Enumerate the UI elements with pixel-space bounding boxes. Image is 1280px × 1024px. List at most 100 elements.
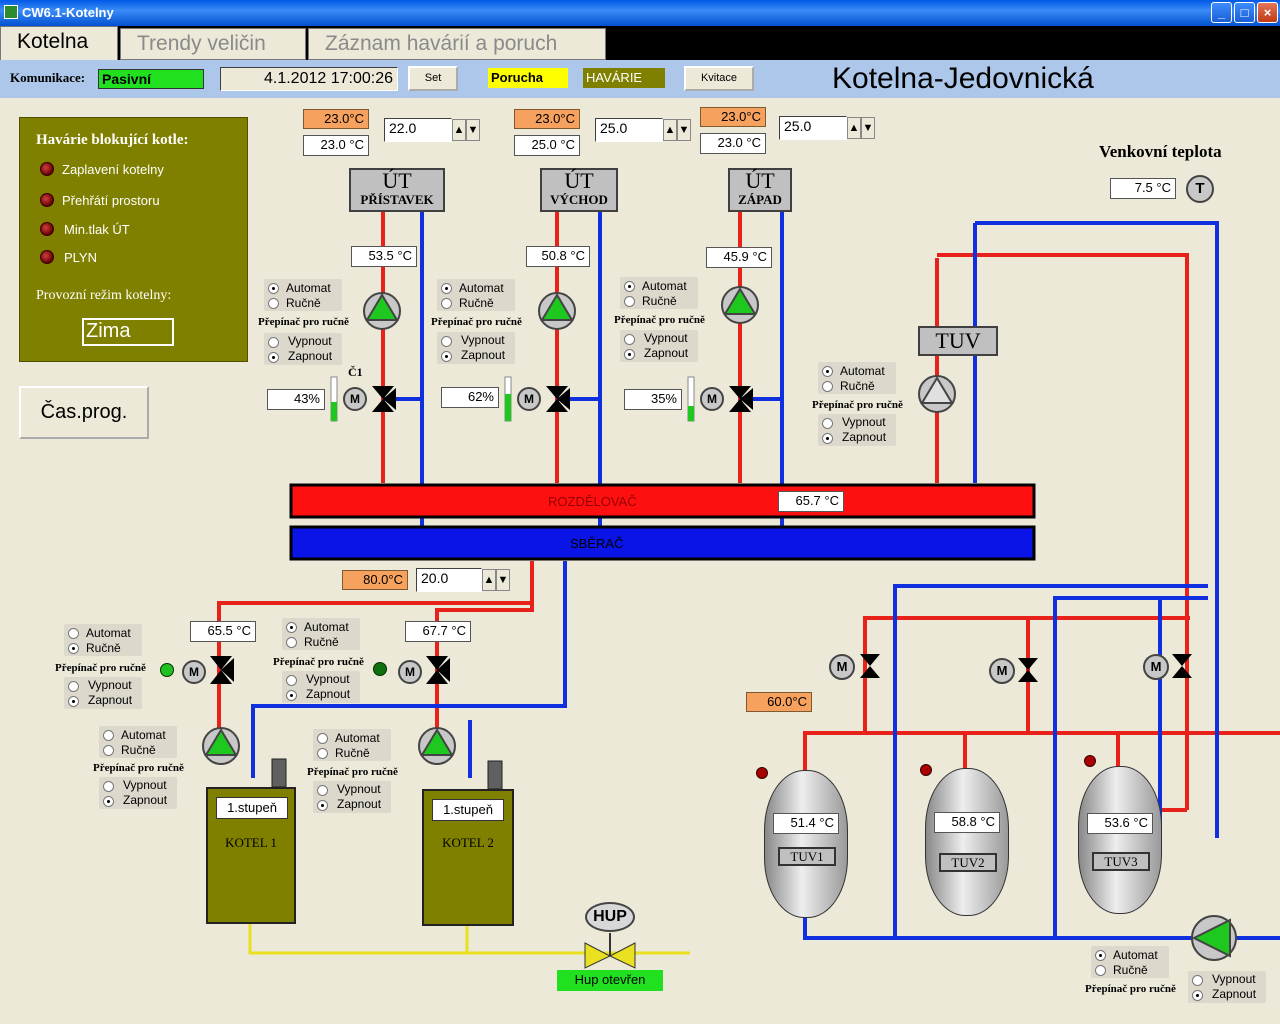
circuit1-flow-temp: 53.5 °C xyxy=(351,246,417,267)
motor-icon: M xyxy=(182,660,206,684)
circuit1-sub: PŘÍSTAVEK xyxy=(360,192,434,207)
zapnout-label: Zapnout xyxy=(1212,987,1257,1001)
rucne-radio[interactable] xyxy=(103,745,114,756)
circuit3-spin-up[interactable]: ▲ xyxy=(847,117,861,139)
switch-label: Přepínač pro ručně xyxy=(258,316,349,328)
rucne-radio[interactable] xyxy=(624,296,635,307)
boiler-spin-up[interactable]: ▲ xyxy=(482,569,496,591)
tab-trendy[interactable]: Trendy veličin xyxy=(120,28,306,60)
zapnout-radio[interactable] xyxy=(317,800,328,811)
automat-radio[interactable] xyxy=(103,730,114,741)
automat-radio[interactable] xyxy=(268,283,279,294)
boiler2-temp: 67.7 °C xyxy=(405,621,471,642)
switch-label: Přepínač pro ručně xyxy=(93,762,184,774)
rucne-radio[interactable] xyxy=(68,643,79,654)
vypnout-label: Vypnout xyxy=(1212,972,1256,986)
vypnout-radio[interactable] xyxy=(317,785,328,796)
zapnout-label: Zapnout xyxy=(306,687,351,701)
circuit2-setpoint-input[interactable]: 25.0 xyxy=(595,118,663,142)
circuit3-label-box: ÚT ZÁPAD xyxy=(728,168,792,212)
hup-status: Hup otevřen xyxy=(557,970,663,991)
zapnout-radio[interactable] xyxy=(624,349,635,360)
automat-radio[interactable] xyxy=(68,628,79,639)
circuit3-sub: ZÁPAD xyxy=(738,192,782,207)
circuit3-setpoint-input[interactable]: 25.0 xyxy=(779,116,847,140)
close-icon[interactable]: × xyxy=(1257,2,1278,23)
rucne-label: Ručně xyxy=(459,296,494,310)
zapnout-radio[interactable] xyxy=(68,696,79,707)
tuv1-tank: 51.4 °C TUV1 xyxy=(764,770,848,918)
rucne-radio[interactable] xyxy=(822,381,833,392)
mode-value[interactable]: Zima xyxy=(82,318,174,346)
circuit1-setpoint-input[interactable]: 22.0 xyxy=(384,118,452,142)
automat-label: Automat xyxy=(86,626,131,640)
rucne-radio[interactable] xyxy=(441,298,452,309)
app-icon xyxy=(4,5,18,19)
rucne-radio[interactable] xyxy=(268,298,279,309)
motor-icon: M xyxy=(829,654,855,680)
vypnout-radio[interactable] xyxy=(624,334,635,345)
tuv2-tank: 58.8 °C TUV2 xyxy=(925,768,1009,916)
tuv-switch-box: Vypnout Zapnout xyxy=(818,414,896,446)
automat-label: Automat xyxy=(304,620,349,634)
tab-zaznam[interactable]: Záznam havárií a poruch xyxy=(308,28,606,60)
circuit1-valve-pos: 43% xyxy=(267,389,325,410)
circuit2-req-temp: 23.0°C xyxy=(514,109,580,129)
kvitace-button[interactable]: Kvitace xyxy=(684,66,754,91)
zapnout-label: Zapnout xyxy=(123,793,168,807)
rucne-radio[interactable] xyxy=(286,637,297,648)
circuit3-spin-down[interactable]: ▼ xyxy=(861,117,875,139)
vypnout-radio[interactable] xyxy=(1192,975,1203,986)
rucne-label: Ručně xyxy=(335,746,370,760)
circuit2-spin-up[interactable]: ▲ xyxy=(663,119,677,141)
set-button[interactable]: Set xyxy=(408,66,458,91)
zapnout-radio[interactable] xyxy=(286,690,297,701)
boiler-spin-down[interactable]: ▼ xyxy=(496,569,510,591)
automat-radio[interactable] xyxy=(822,366,833,377)
automat-radio[interactable] xyxy=(624,281,635,292)
alarm-panel: Havárie blokující kotle: Zaplavení kotel… xyxy=(19,117,248,362)
boiler2-name: KOTEL 2 xyxy=(442,835,494,850)
circuit2-spin-down[interactable]: ▼ xyxy=(677,119,691,141)
boiler-setpoint-input[interactable]: 20.0 xyxy=(416,568,482,592)
automat-radio[interactable] xyxy=(1095,950,1106,961)
status-led xyxy=(160,663,174,677)
circuit2-switch-box: Vypnout Zapnout xyxy=(437,332,515,364)
maximize-icon[interactable]: □ xyxy=(1234,2,1255,23)
circuit1-spin-down[interactable]: ▼ xyxy=(466,119,480,141)
rucne-radio[interactable] xyxy=(1095,965,1106,976)
motor-icon: M xyxy=(700,387,724,411)
rucne-label: Ručně xyxy=(286,296,321,310)
hup-icon: HUP xyxy=(585,902,635,932)
status-led xyxy=(373,662,387,676)
cas-prog-button[interactable]: Čas.prog. xyxy=(19,386,149,439)
tab-kotelna[interactable]: Kotelna xyxy=(0,26,118,60)
boiler1-pump-switch-box: Vypnout Zapnout xyxy=(99,777,177,809)
zapnout-label: Zapnout xyxy=(337,797,382,811)
circuit3-mode-box: Automat Ručně xyxy=(620,277,698,309)
vypnout-radio[interactable] xyxy=(103,781,114,792)
vypnout-radio[interactable] xyxy=(268,337,279,348)
tuv-label: TUV xyxy=(918,326,998,356)
minimize-icon[interactable]: _ xyxy=(1211,2,1232,23)
automat-radio[interactable] xyxy=(317,733,328,744)
tuv1-temp: 51.4 °C xyxy=(773,813,839,834)
circuit1-spin-up[interactable]: ▲ xyxy=(452,119,466,141)
automat-radio[interactable] xyxy=(286,622,297,633)
zapnout-radio[interactable] xyxy=(441,351,452,362)
zapnout-radio[interactable] xyxy=(822,433,833,444)
havarie-indicator: HAVÁRIE xyxy=(583,68,665,88)
vypnout-radio[interactable] xyxy=(68,681,79,692)
circuit2-flow-temp: 50.8 °C xyxy=(526,246,590,267)
zapnout-label: Zapnout xyxy=(842,430,887,444)
rucne-radio[interactable] xyxy=(317,748,328,759)
zapnout-radio[interactable] xyxy=(268,352,279,363)
automat-label: Automat xyxy=(121,728,166,742)
vypnout-radio[interactable] xyxy=(286,675,297,686)
zapnout-radio[interactable] xyxy=(103,796,114,807)
zapnout-radio[interactable] xyxy=(1192,990,1203,1001)
vypnout-radio[interactable] xyxy=(441,336,452,347)
boiler1-temp: 65.5 °C xyxy=(190,621,256,642)
automat-radio[interactable] xyxy=(441,283,452,294)
vypnout-radio[interactable] xyxy=(822,418,833,429)
